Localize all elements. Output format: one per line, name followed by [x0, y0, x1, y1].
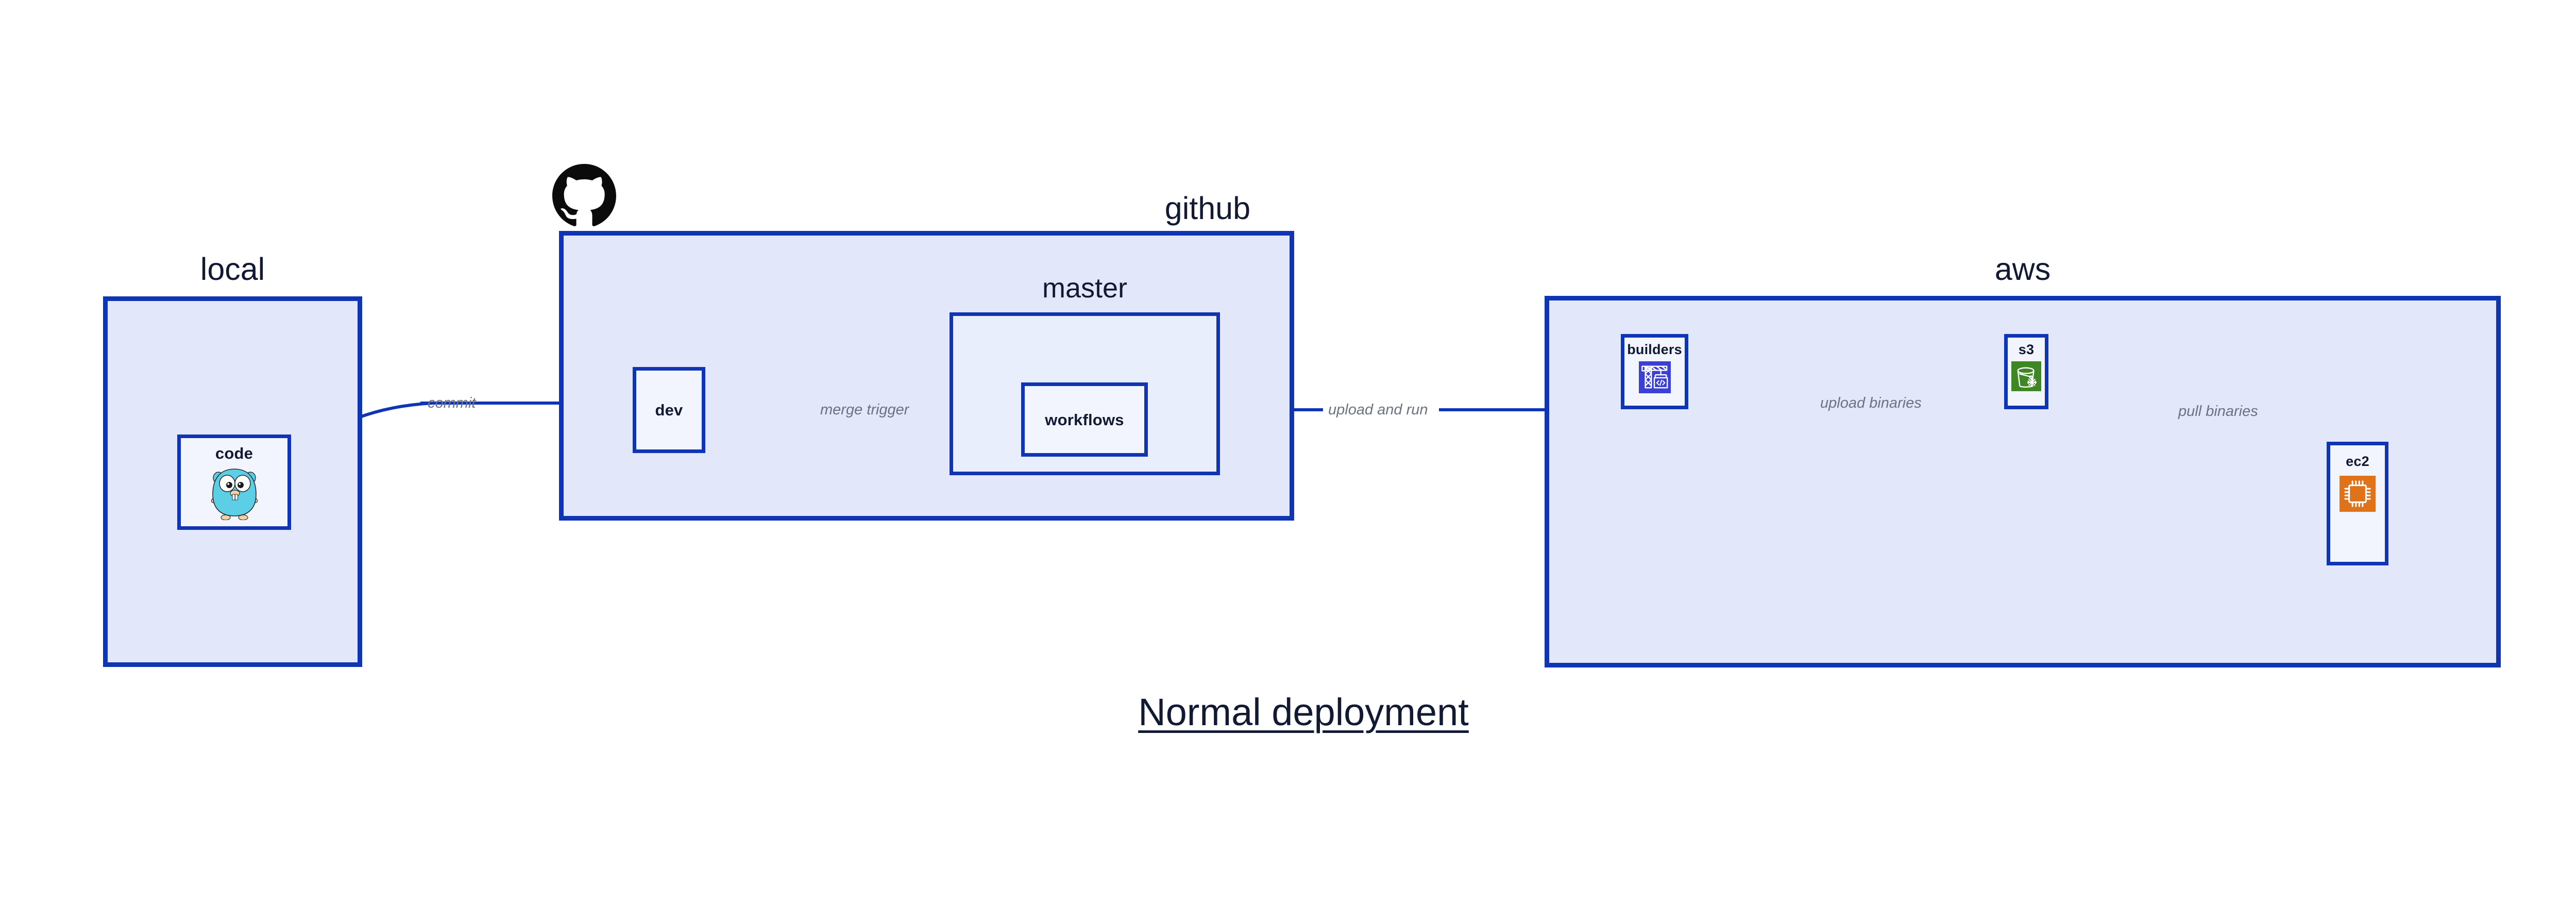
crane-code-icon	[1638, 361, 1671, 396]
node-code[interactable]: code	[177, 435, 291, 530]
diagram-caption: Normal deployment	[1138, 691, 1469, 733]
group-title-local: local	[200, 252, 265, 287]
node-ec2[interactable]: ec2	[2327, 442, 2388, 565]
edge-label-upload-and-run: upload and run	[1328, 402, 1428, 418]
node-builders[interactable]: builders	[1621, 334, 1688, 409]
node-label-s3: s3	[2018, 342, 2035, 357]
group-title-aws: aws	[1994, 252, 2051, 287]
node-label-ec2: ec2	[2346, 454, 2369, 469]
edge-label-commit: commit	[428, 395, 476, 411]
github-octocat-icon	[552, 164, 616, 230]
go-gopher-icon	[210, 464, 259, 523]
node-label-code: code	[215, 444, 253, 462]
s3-bucket-icon	[2011, 361, 2041, 394]
node-s3[interactable]: s3	[2004, 334, 2048, 409]
node-label-dev: dev	[655, 401, 683, 419]
cpu-chip-icon	[2340, 476, 2376, 514]
node-label-workflows: workflows	[1045, 410, 1124, 429]
edge-label-merge-trigger: merge trigger	[820, 402, 909, 418]
node-label-builders: builders	[1627, 342, 1682, 357]
edge-label-pull-binaries: pull binaries	[2178, 403, 2258, 420]
edge-label-upload-binaries: upload binaries	[1820, 395, 1922, 411]
node-dev[interactable]: dev	[633, 367, 705, 453]
group-title-github: github	[1164, 191, 1250, 226]
subgroup-title-master: master	[1042, 273, 1128, 304]
node-workflows[interactable]: workflows	[1021, 382, 1148, 457]
